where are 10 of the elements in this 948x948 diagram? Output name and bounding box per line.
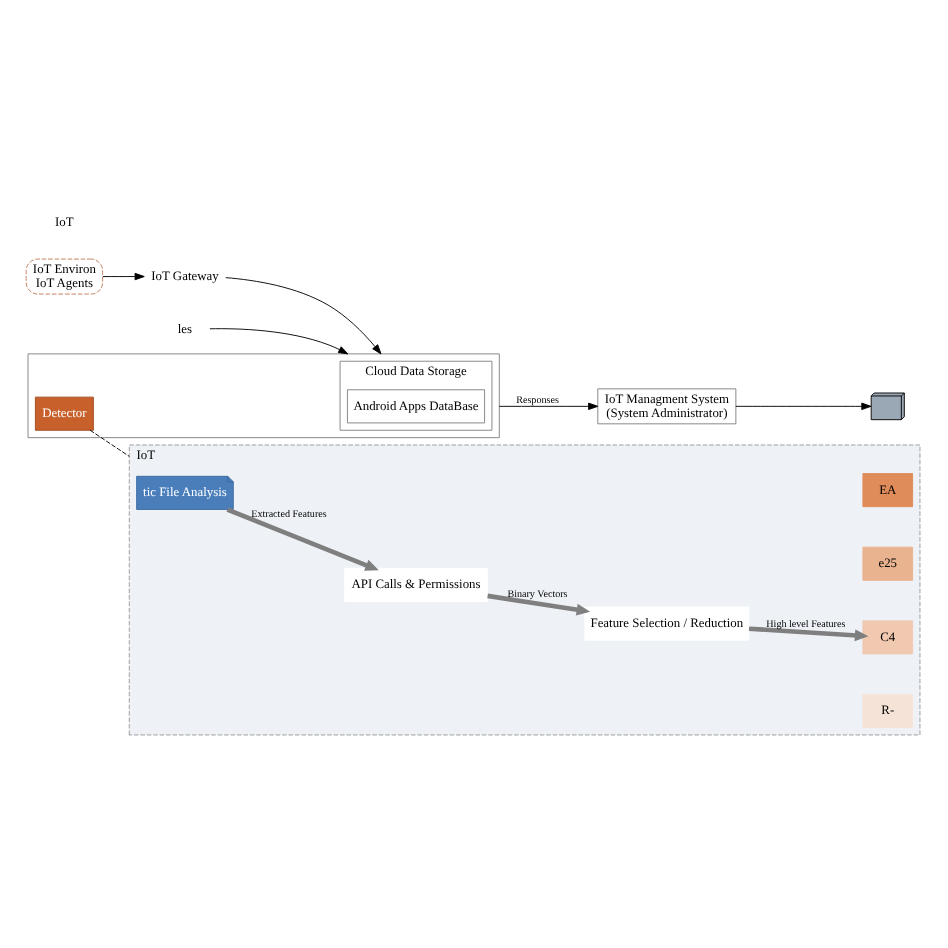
arrow <box>487 593 591 616</box>
arrow <box>226 507 379 571</box>
cluster <box>27 353 500 439</box>
arrow <box>748 626 869 642</box>
arrow <box>498 402 599 411</box>
arrow <box>102 272 145 281</box>
arrow <box>209 328 349 355</box>
arrow <box>735 402 872 411</box>
connector <box>89 429 130 457</box>
arrow <box>225 277 382 355</box>
